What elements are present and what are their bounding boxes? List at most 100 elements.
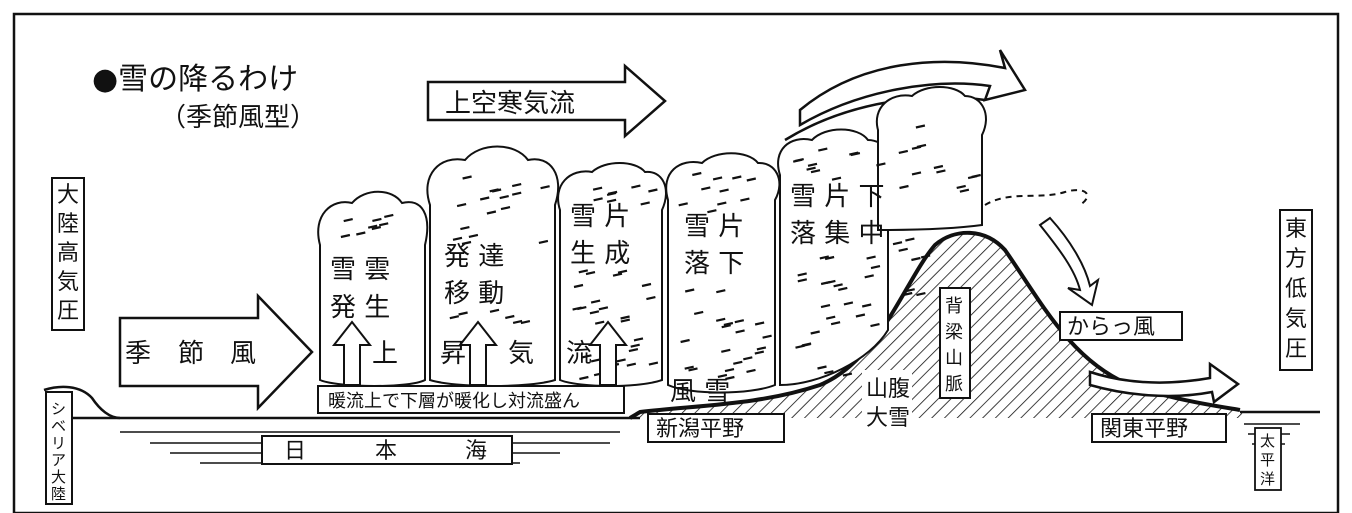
snowflake-mark: [460, 226, 470, 231]
curved-upper-arrow: [798, 49, 1027, 128]
descending-wind: [984, 189, 1100, 307]
snowflake-mark: [866, 255, 876, 260]
diagram-frame: [12, 12, 1340, 513]
svg-text:上: 上: [372, 339, 398, 369]
snowflake-mark: [378, 222, 389, 227]
snowflake-mark: [916, 143, 927, 148]
snowflake-mark: [688, 367, 698, 372]
snowflake-mark: [356, 231, 366, 236]
snowflake-mark: [511, 183, 522, 188]
wind-snow-label: 風 雪: [670, 377, 730, 407]
snowflake-mark: [589, 310, 600, 315]
mountain-snow-label: 山腹 大雪: [862, 370, 912, 432]
snowflake-mark: [717, 201, 727, 206]
snowflake-mark: [631, 184, 641, 189]
snowflake-mark: [756, 346, 767, 351]
snowflake-mark: [870, 265, 881, 270]
snowflake-mark: [592, 186, 603, 191]
snowflake-mark: [762, 334, 772, 339]
snowflake-mark: [511, 191, 522, 196]
snowflake-mark: [746, 368, 756, 373]
snowflake-mark: [933, 164, 944, 170]
snowflake-mark: [585, 271, 596, 276]
japan-sea-box: 日 本 海: [261, 435, 513, 465]
svg-text:洋: 洋: [1260, 470, 1275, 488]
snowflake-mark: [620, 315, 630, 320]
snowflake-mark: [680, 338, 690, 344]
snowflake-mark: [598, 306, 609, 311]
monsoon-arrow: 季 節 風: [118, 292, 314, 412]
snowflake-mark: [831, 176, 842, 181]
svg-text:海: 海: [465, 439, 487, 464]
svg-text:陸: 陸: [51, 485, 66, 503]
snowflake-mark: [916, 292, 926, 297]
snowflake-mark: [538, 239, 549, 244]
diagram-subtitle: （季節風型）: [160, 103, 316, 133]
snowflake-mark: [870, 323, 880, 328]
snowflake-mark: [371, 225, 382, 231]
snowflake-mark: [684, 288, 695, 293]
cloud-1-line1: 雪 雲: [330, 255, 390, 285]
svg-text:節: 節: [178, 339, 204, 369]
snowflake-mark: [692, 171, 702, 177]
svg-text:大: 大: [57, 183, 79, 208]
svg-text:圧: 圧: [1285, 337, 1307, 362]
svg-text:昇: 昇: [440, 339, 466, 369]
snowflake-mark: [612, 272, 623, 277]
snowflake-mark: [456, 203, 467, 208]
snowflake-mark: [646, 296, 656, 301]
snowflake-mark: [582, 354, 592, 359]
snowflake-mark: [573, 283, 584, 289]
eastern-low-box: 東 方 低 気 圧: [1279, 209, 1313, 371]
snowflake-mark: [721, 348, 731, 353]
karakkaze-box: からっ風: [1059, 311, 1183, 341]
snowflake-mark: [735, 329, 745, 334]
snowflake-mark: [500, 206, 511, 211]
snowflake-mark: [824, 370, 834, 375]
snowflake-mark: [861, 303, 872, 308]
snowflake-mark: [633, 337, 644, 342]
svg-text:東: 東: [1285, 217, 1307, 242]
snowflake-mark: [372, 217, 382, 222]
snowflake-mark: [707, 209, 717, 214]
svg-text:リ: リ: [51, 434, 66, 452]
svg-text:流: 流: [566, 339, 592, 369]
snowflake-mark: [920, 254, 931, 259]
snowflake-mark: [505, 314, 515, 320]
snowflake-marks: [340, 124, 981, 381]
snowflake-mark: [892, 241, 903, 246]
snowflake-mark: [384, 213, 394, 218]
snowflake-mark: [648, 188, 658, 193]
snowflake-mark: [452, 236, 463, 241]
svg-text:風: 風: [230, 339, 256, 369]
snowflake-mark: [620, 318, 631, 323]
svg-text:背: 背: [945, 296, 963, 317]
snowflake-mark: [626, 362, 637, 367]
snowflake-mark: [801, 342, 812, 347]
snowflake-mark: [579, 375, 589, 381]
cloud-labels: 雪 雲 発 生 発 達 移 動 雪 片 生 成 雪 片 落 下 雪 片 下 落 …: [330, 182, 885, 323]
snowflake-mark: [489, 308, 500, 313]
svg-text:山腹: 山腹: [866, 377, 910, 402]
snowflake-mark: [462, 175, 472, 180]
pacific-box: 太 平 洋: [1254, 427, 1282, 491]
svg-text:低: 低: [1285, 277, 1307, 302]
snowflake-mark: [740, 197, 750, 202]
cloud-1-line2: 発 生: [330, 293, 390, 323]
snowflake-mark: [806, 166, 816, 171]
snowflake-mark: [746, 177, 757, 182]
snowflake-mark: [479, 196, 490, 201]
snowflake-mark: [911, 171, 922, 176]
snowflake-mark: [902, 291, 913, 297]
snowflake-mark: [833, 283, 843, 288]
updraft-arrows: [331, 320, 629, 386]
snowflake-mark: [754, 350, 765, 355]
snowflake-mark: [491, 188, 502, 193]
svg-text:季: 季: [125, 339, 151, 369]
snowflake-mark: [725, 375, 735, 381]
snowflake-mark: [641, 282, 652, 288]
upper-flow-label: 上空寒気流: [445, 89, 575, 119]
snowflake-mark: [468, 233, 479, 238]
svg-text:梁: 梁: [945, 322, 963, 343]
snowflake-mark: [732, 175, 742, 180]
